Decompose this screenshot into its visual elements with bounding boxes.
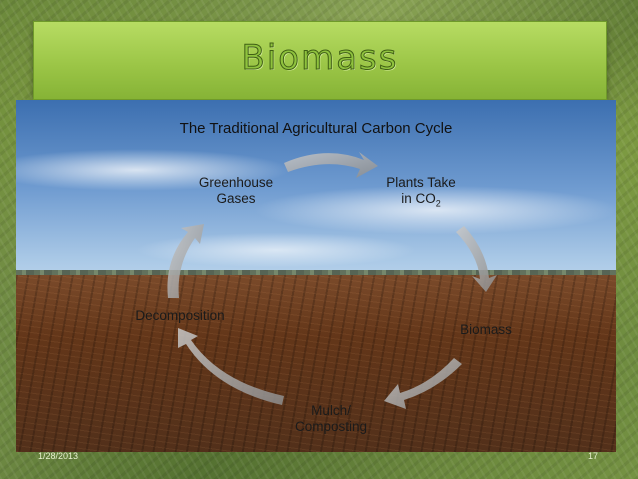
node-plants-line2: in CO2 xyxy=(366,191,476,212)
node-plants-line2-subscript: 2 xyxy=(436,199,441,209)
slide-title: Biomass xyxy=(34,38,606,78)
slide-date: 1/28/2013 xyxy=(38,451,78,461)
title-banner: Biomass xyxy=(33,21,607,100)
arrow-to-biomass xyxy=(456,226,497,292)
node-greenhouse-gases: Greenhouse Gases xyxy=(176,175,296,207)
node-decomposition: Decomposition xyxy=(110,308,250,324)
farm-field-photo: The Traditional Agricultural Carbon Cycl… xyxy=(16,100,616,452)
node-mulch-composting: Mulch/ Composting xyxy=(271,403,391,435)
diagram-title: The Traditional Agricultural Carbon Cycl… xyxy=(16,120,616,137)
arrow-to-plants xyxy=(284,152,378,178)
node-mulch-line1: Mulch/ xyxy=(271,403,391,419)
slide-page-number: 17 xyxy=(588,451,598,461)
arrow-to-mulch xyxy=(384,358,462,409)
node-plants-line2-text: in CO xyxy=(401,191,436,206)
arrow-to-greenhouse xyxy=(167,224,204,298)
carbon-cycle-arrows xyxy=(16,100,616,452)
arrow-to-decomposition xyxy=(178,328,284,405)
node-greenhouse-line2: Gases xyxy=(176,191,296,207)
node-greenhouse-line1: Greenhouse xyxy=(176,175,296,191)
node-mulch-line2: Composting xyxy=(271,419,391,435)
node-biomass: Biomass xyxy=(436,322,536,338)
node-plants-line1: Plants Take xyxy=(366,175,476,191)
node-plants-take-co2: Plants Take in CO2 xyxy=(366,175,476,212)
